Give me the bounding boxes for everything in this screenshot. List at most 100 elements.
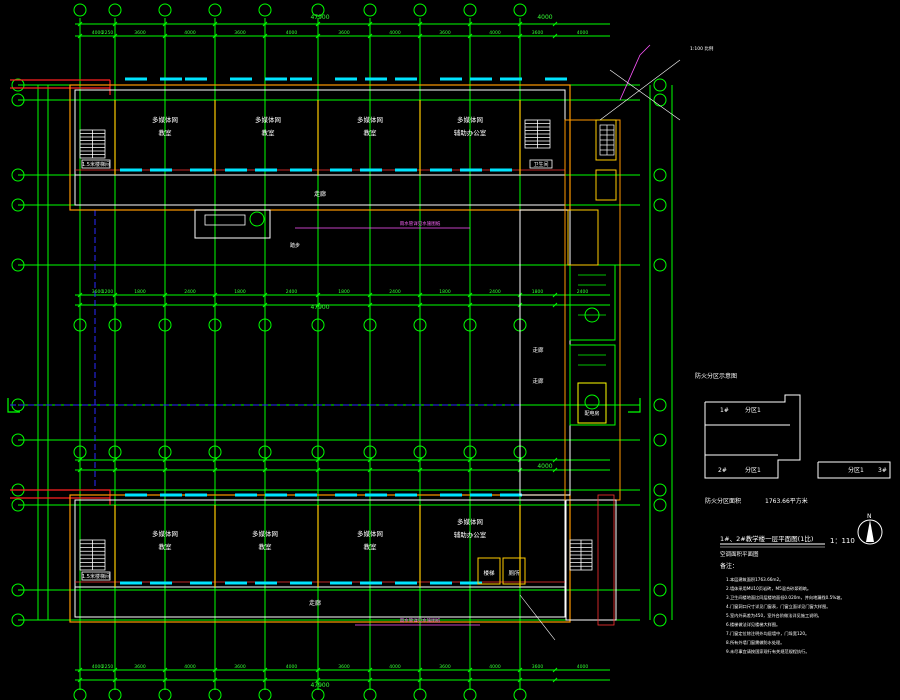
upper-room-3-line2: 教室 [364,128,378,137]
note-6: 6.楼梯做法详见楼梯大样图。 [726,621,780,628]
bottom-total-dim: 47900 [310,682,329,689]
upper-corridor-label: 走廊 [314,190,326,198]
dim-segment-label: 3600 [338,30,350,36]
lower-small-room-2: 厕所 [508,569,520,577]
dim-segment-label: 3600 [532,30,544,36]
dim-tick [212,302,218,308]
connector-label-1: 走廊 [532,346,544,354]
zone-1-num: 1# [720,407,729,414]
dim-tick [315,677,321,683]
dim-segment-label: 3600 [234,30,246,36]
dim-tick [162,667,168,673]
dim-tick [262,467,268,473]
dim-tick [262,21,268,27]
ramp-note: 踏步 [290,242,300,249]
section-markers [7,398,641,413]
axis-bubble [208,445,222,459]
axis-bubble [653,498,667,512]
axis-bubble [158,445,172,459]
note-5: 5.室内外高差为450，室外台阶做法详见施工说明。 [726,612,822,619]
dim-segment-label: 1800 [338,289,350,295]
lower-room-3-line2: 教室 [364,542,378,551]
connector-label-3: 配电房 [584,410,599,417]
lower-corridor-label: 走廊 [309,599,321,607]
axis-bubble [653,433,667,447]
note-9: 9.未尽事宜请按国家现行有关规范规程执行。 [726,648,810,655]
notes-heading: 备注： [720,562,738,570]
upper-room-3-line1: 多媒体网 [357,115,383,124]
upper-outer-wall [69,84,571,211]
dim-segment-label: 2250 [102,664,114,670]
axis-bubble [653,398,667,412]
note-1: 1.本层建筑面积1763.66m2。 [726,576,783,583]
dim-tick [262,677,268,683]
dim-tick [77,21,83,27]
dim-tick [417,33,423,39]
dim-tick [467,467,473,473]
upper-room-4-line1: 多媒体网 [457,115,483,124]
dim-tick [367,292,373,298]
axis-bubble [11,613,25,627]
annotation-texts: 雨水管详见水施图纸 雨水管详见水施图纸 1:100 比例 踏步 [290,45,714,624]
lower-room-3-line1: 多媒体网 [357,529,383,538]
lower-room-labels: 多媒体网 教室 多媒体网 教室 多媒体网 教室 多媒体网 辅助办公室 走廊 1.… [82,517,520,607]
upper-inner-wall [74,89,566,206]
axis-bubble [311,688,325,700]
info-block: 防火分区面积 1763.66平方米 1#、2#教学楼一层平面图(1比) 1：11… [705,497,855,655]
lower-block [69,493,593,623]
axis-bubble [653,78,667,92]
plan-scale: 1：110 [830,537,855,545]
dim-tick [552,33,558,39]
dim-segment-label: 4000 [184,664,196,670]
axis-bubble [363,3,377,17]
dim-segment-label: 4000 [184,30,196,36]
dim-segment-label: 3600 [134,664,146,670]
dim-tick [315,302,321,308]
dim-tick [112,33,118,39]
dim-tick [262,33,268,39]
dim-segment-label: 3600 [338,664,350,670]
dim-tick [112,21,118,27]
dim-tick [77,667,83,673]
dim-segment-label: 2400 [489,289,501,295]
axis-bubble [11,433,25,447]
blue-axis-lines [10,210,520,490]
axis-bubble [73,445,87,459]
top-right-tag: 1:100 比例 [690,45,714,52]
dim-tick [212,667,218,673]
dim-segment-label: 3600 [134,30,146,36]
axis-bubble [463,445,477,459]
dim-segment-label: 2400 [184,289,196,295]
note-3: 3.卫生间楼地面比同层楼地面低0.020m，并向地漏找0.5%坡。 [726,594,845,601]
lower-room-2-line1: 多媒体网 [252,529,278,538]
area-value: 1763.66平方米 [765,497,808,505]
dim-segment-label: 3600 [234,664,246,670]
upper-block [69,77,571,211]
dim-tick [162,302,168,308]
upper-room-1-line1: 多媒体网 [152,115,178,124]
dim-segment-label: 2400 [389,289,401,295]
red-axis-lines [10,79,111,505]
lower-room-4-line1: 多媒体网 [457,517,483,526]
axis-bubble [208,3,222,17]
axis-bubble [11,198,25,212]
dim-segment-label: 4000 [489,30,501,36]
lower-room-2-line2: 教室 [259,542,273,551]
icon-circles [584,307,600,410]
dim-tick [552,667,558,673]
area-label: 防火分区面积 [705,497,741,505]
connector-labels: 走廊 走廊 配电房 [532,346,599,417]
dim-tick [162,21,168,27]
axis-bubble [653,583,667,597]
dim-segment-label: 4000 [577,30,589,36]
dim-tick [517,667,523,673]
axis-bubble [258,688,272,700]
axis-bubble [413,3,427,17]
dim-tick [77,292,83,298]
axis-bubble [258,3,272,17]
plan-title: 1#、2#教学楼一层平面图(1比) [720,534,813,543]
key-plan-texts: 防火分区示意图 1# 分区1 2# 分区1 3# 分区1 [695,372,887,474]
